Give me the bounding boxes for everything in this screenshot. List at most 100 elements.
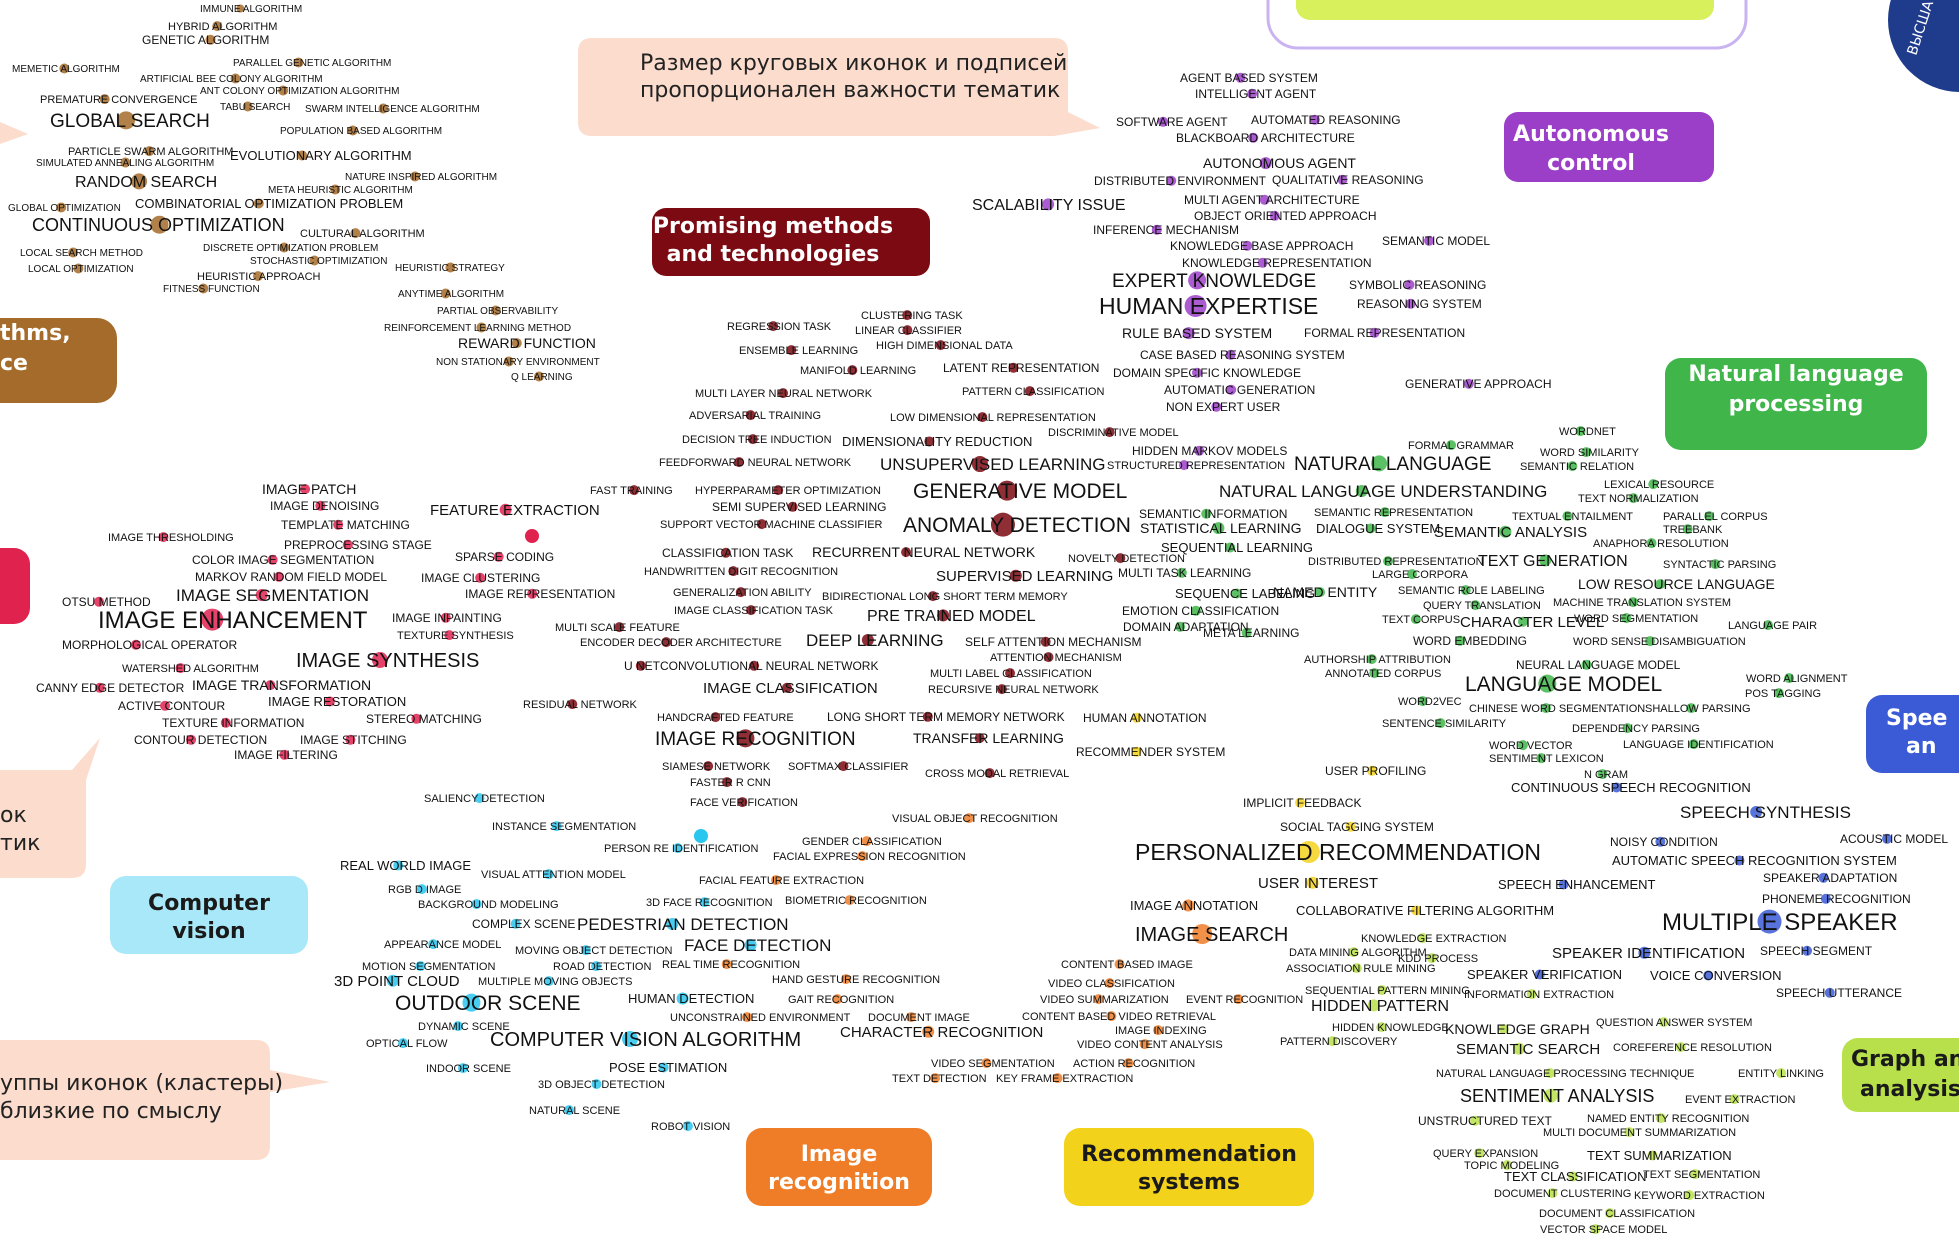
term-dots <box>56 4 1893 1235</box>
term-label: REWARD FUNCTION <box>458 335 596 351</box>
term-label: RANDOM SEARCH <box>75 174 217 191</box>
term-label: POPULATION BASED ALGORITHM <box>280 126 442 137</box>
term-label: IMAGE REPRESENTATION <box>465 587 615 601</box>
term-label: BIDIRECTIONAL LONG SHORT TERM MEMORY <box>822 591 1068 603</box>
term-label: NATURAL LANGUAGE UNDERSTANDING <box>1219 482 1547 501</box>
term-dot <box>927 591 938 602</box>
term-dot <box>1369 327 1380 338</box>
label-computer-vision-line1: Computer <box>148 891 270 916</box>
term-label: TEXT GENERATION <box>1478 553 1628 570</box>
term-label: EXPERT KNOWLEDGE <box>1112 271 1316 292</box>
term-label: TEXTUAL ENTAILMENT <box>1512 511 1633 523</box>
term-label: TEXTURE SYNTHESIS <box>397 630 514 642</box>
term-label: ANOMALY DETECTION <box>903 514 1131 537</box>
label-nlp: Natural language processing <box>1665 358 1927 450</box>
term-dot <box>94 682 105 693</box>
term-label: BACKGROUND MODELING <box>418 899 559 911</box>
term-label: N GRAM <box>1584 769 1628 781</box>
term-label: SCALABILITY ISSUE <box>972 197 1126 214</box>
term-label: POS TAGGING <box>1745 688 1821 700</box>
term-label: AUTOMATED REASONING <box>1251 113 1401 127</box>
term-dot <box>278 85 289 96</box>
term-label: CHARACTER RECOGNITION <box>840 1024 1043 1041</box>
term-dot <box>997 480 1018 501</box>
label-graph-line2: analysis <box>1860 1077 1959 1102</box>
term-dot <box>56 202 67 213</box>
term-dot <box>1558 879 1569 890</box>
term-dot <box>721 777 732 788</box>
term-label: LONG SHORT TERM MEMORY NETWORK <box>827 710 1065 724</box>
term-label: COMPLEX SCENE <box>472 917 575 931</box>
label-speech: Spee an <box>1866 695 1959 773</box>
term-dot <box>773 485 784 496</box>
term-dot <box>1123 1058 1134 1069</box>
term-label: HUMAN ANNOTATION <box>1083 711 1207 725</box>
term-dot <box>1211 401 1222 412</box>
term-label: HEURISTIC APPROACH <box>197 271 321 283</box>
term-label: DECISION TREE INDUCTION <box>682 434 832 446</box>
term-label: WORD VECTOR <box>1489 740 1573 752</box>
term-label: ENCODER DECODER ARCHITECTURE <box>580 637 782 649</box>
term-label: IMPLICIT FEEDBACK <box>1243 796 1361 810</box>
term-label: SEQUENTIAL PATTERN MINING <box>1305 985 1470 997</box>
term-dot <box>411 713 422 724</box>
term-label: INSTANCE SEGMENTATION <box>492 821 636 833</box>
term-dot <box>1498 1024 1509 1035</box>
term-label: 3D POINT CLOUD <box>334 973 460 990</box>
term-label: SPEAKER ADAPTATION <box>1763 871 1897 885</box>
term-label: TEXT CLASSIFICATION <box>1504 1169 1647 1184</box>
term-dot <box>974 733 985 744</box>
term-dot <box>415 961 426 972</box>
term-dot <box>1104 427 1115 438</box>
label-graph-line1: Graph and <box>1851 1047 1959 1072</box>
term-dot <box>1404 279 1415 290</box>
term-label: MULTI AGENT ARCHITECTURE <box>1184 193 1360 207</box>
term-dot <box>493 551 504 562</box>
term-label: USER PROFILING <box>1325 764 1426 778</box>
term-label: OUTDOOR SCENE <box>395 992 581 1015</box>
term-label: WORD ALIGNMENT <box>1746 673 1848 685</box>
term-dot <box>444 630 455 641</box>
term-label: NATURE INSPIRED ALGORITHM <box>345 172 497 183</box>
term-label: DEEP LEARNING <box>806 631 944 650</box>
term-dot <box>1763 620 1774 631</box>
term-label: MULTI TASK LEARNING <box>1118 566 1251 580</box>
term-label: VIDEO SUMMARIZATION <box>1040 994 1169 1006</box>
term-label: RECURSIVE NEURAL NETWORK <box>928 684 1099 696</box>
term-label: SPEAKER IDENTIFICATION <box>1552 945 1745 962</box>
term-dot <box>1688 739 1699 750</box>
term-label: LANGUAGE IDENTIFICATION <box>1623 739 1774 751</box>
term-label: IMAGE SEARCH <box>1135 924 1288 946</box>
term-dot <box>279 242 290 253</box>
term-label: INTELLIGENT AGENT <box>1195 87 1317 101</box>
term-dot <box>1192 924 1213 944</box>
term-label: RECURRENT NEURAL NETWORK <box>812 544 1036 560</box>
term-dot <box>746 605 756 616</box>
term-label: FITNESS FUNCTION <box>163 284 260 295</box>
term-dot <box>703 761 714 772</box>
term-dot <box>1757 909 1782 934</box>
term-label: OBJECT ORIENTED APPROACH <box>1194 209 1376 223</box>
term-label: SPEECH UTTERANCE <box>1776 986 1902 1000</box>
label-computer-vision: Computer vision <box>110 876 308 954</box>
term-label: SALIENCY DETECTION <box>424 793 545 805</box>
term-label: IMAGE PATCH <box>262 481 356 497</box>
term-label: EVENT EXTRACTION <box>1685 1094 1795 1106</box>
term-dot <box>1590 1224 1601 1235</box>
term-dot <box>838 761 849 772</box>
term-dot <box>1231 588 1242 599</box>
term-label: MEMETIC ALGORITHM <box>12 64 120 75</box>
term-dot <box>1417 933 1428 944</box>
term-dot <box>279 749 290 760</box>
term-dot <box>499 503 512 516</box>
term-label: HAND GESTURE RECOGNITION <box>772 974 940 986</box>
term-dot <box>1226 384 1237 395</box>
term-dot <box>728 566 739 577</box>
term-label: REINFORCEMENT LEARNING METHOD <box>384 323 571 334</box>
term-dot <box>1235 72 1246 83</box>
term-label: WORDNET <box>1559 426 1616 438</box>
term-dot <box>747 434 758 445</box>
term-dot <box>1518 616 1528 627</box>
callout-left-note: ок тик <box>0 738 100 878</box>
term-label: CHARACTER LEVEL <box>1460 614 1604 631</box>
